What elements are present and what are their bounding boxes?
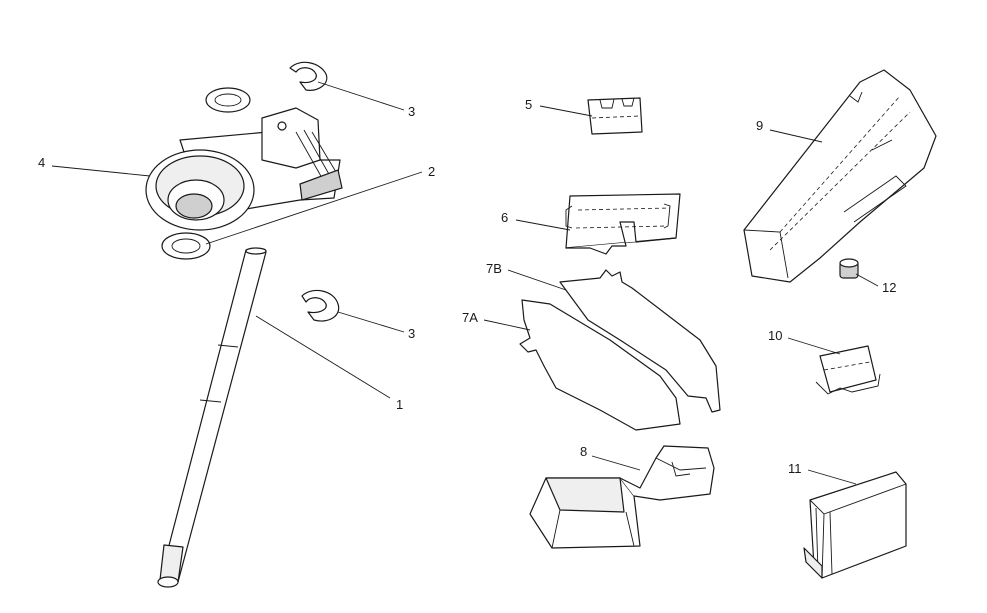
part-5-clip: [587, 97, 643, 135]
part-11-block: [803, 471, 907, 579]
callout-7b: 7B: [486, 261, 502, 276]
leader-12: [855, 273, 879, 287]
leader-9: [769, 129, 823, 143]
leader-1: [255, 315, 391, 399]
callout-2: 2: [428, 164, 435, 179]
callout-5: 5: [525, 97, 532, 112]
leader-4: [51, 165, 151, 177]
callout-11: 11: [788, 461, 802, 476]
callout-1: 1: [396, 397, 403, 412]
part-8-tray: [529, 445, 715, 549]
leader-6: [515, 219, 571, 231]
callout-9: 9: [756, 118, 763, 133]
part-2-washer: [161, 232, 211, 260]
callouts: 1 2 3 3 4 5 6 7B 7A 8 9 10 11 12: [38, 97, 896, 476]
washer-upper: [205, 87, 251, 113]
callout-3-upper: 3: [408, 104, 415, 119]
callout-4: 4: [38, 155, 45, 170]
leader-8: [591, 455, 641, 471]
part-3-eclip-upper: [289, 61, 328, 91]
part-7b-guide: [559, 269, 721, 413]
callout-8: 8: [580, 444, 587, 459]
leader-3-lower: [337, 311, 405, 333]
leader-5: [539, 105, 593, 117]
part-12-knob: [839, 258, 859, 279]
part-10-clip: [815, 345, 881, 395]
part-7a-guide: [519, 299, 681, 431]
leader-2: [205, 171, 423, 245]
leader-10: [787, 337, 841, 355]
callout-6: 6: [501, 210, 508, 225]
part-1-shaft: [157, 247, 267, 588]
leader-7b: [507, 269, 567, 291]
part-6-bracket: [565, 193, 681, 255]
part-3-eclip-lower: [301, 289, 340, 322]
leader-3-upper: [317, 81, 405, 111]
leader-11: [807, 469, 857, 485]
callout-10: 10: [768, 328, 782, 343]
part-4-roller-assembly: [145, 107, 343, 231]
leader-lines: [51, 81, 879, 485]
callout-3-lower: 3: [408, 326, 415, 341]
leader-7a: [483, 319, 531, 331]
callout-12: 12: [882, 280, 896, 295]
part-9-cover: [743, 69, 937, 283]
callout-7a: 7A: [462, 310, 478, 325]
